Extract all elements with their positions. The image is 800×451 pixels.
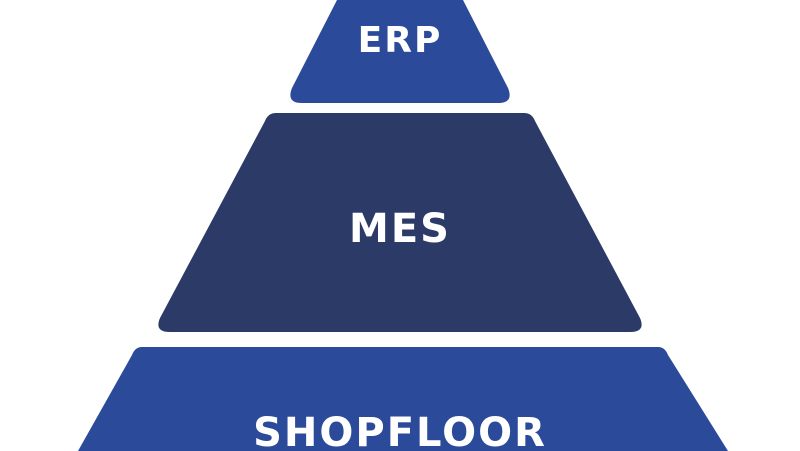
pyramid-level-mes bbox=[158, 113, 642, 332]
level-label-mes: MES bbox=[349, 206, 451, 252]
pyramid-level-erp bbox=[290, 0, 510, 103]
level-label-shopfloor: SHOPFLOOR bbox=[253, 410, 547, 451]
level-label-erp: ERP bbox=[358, 20, 443, 61]
pyramid-level-shopfloor bbox=[78, 347, 728, 451]
